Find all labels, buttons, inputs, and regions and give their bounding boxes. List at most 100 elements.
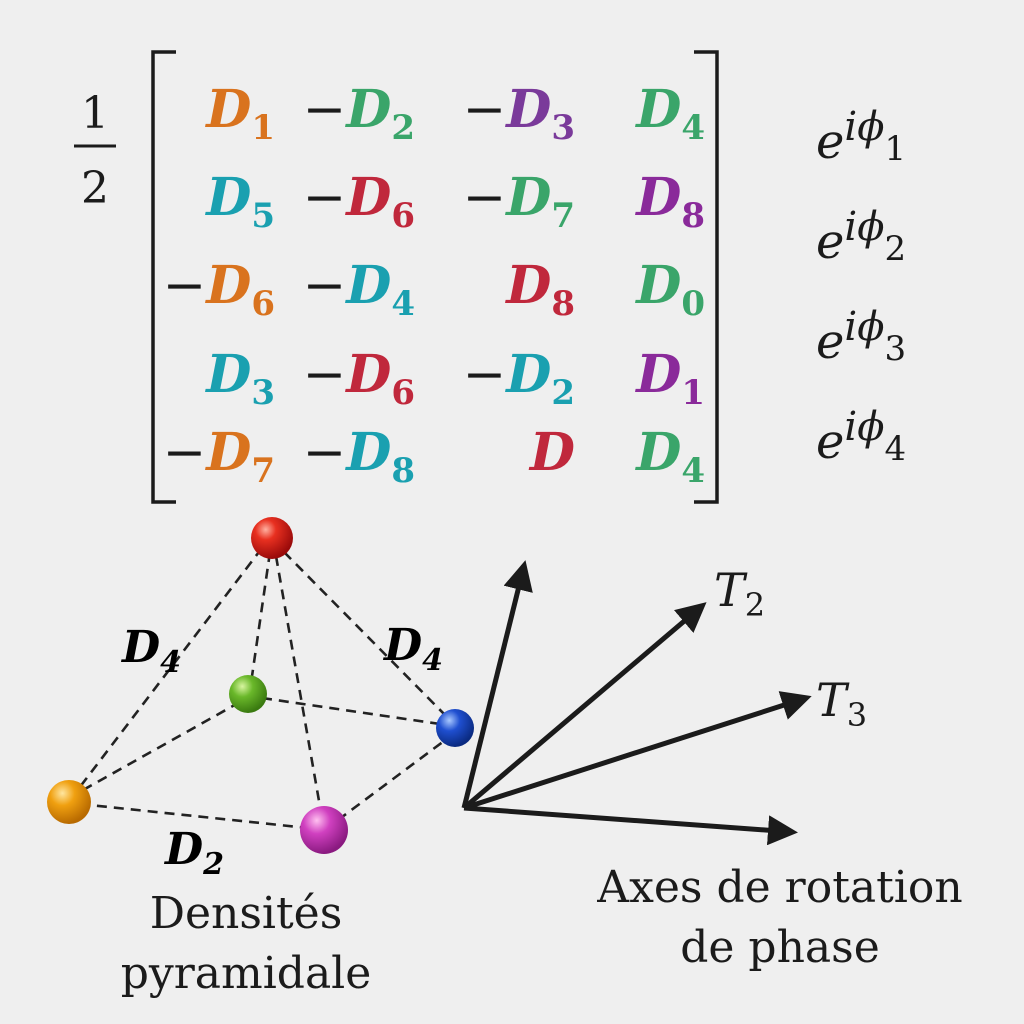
matrix-entry-r1-c3: −D3: [463, 79, 575, 148]
vertex-orange: [47, 780, 91, 824]
edge-label-left-sym: D: [120, 622, 160, 673]
phase-base: e: [816, 414, 844, 470]
entry-subscript: 6: [391, 196, 415, 236]
fraction-denominator: 2: [81, 163, 109, 214]
matrix-entry-r5-c3: D: [528, 422, 575, 483]
edge-green-orange: [75, 700, 241, 796]
phase-base: e: [816, 314, 844, 370]
entry-subscript: 6: [251, 284, 275, 324]
entry-symbol: D: [204, 167, 251, 228]
pyramid-edge-labels: D4 D4 D2: [120, 620, 443, 882]
matrix-entry-r5-c2: −D8: [303, 422, 415, 491]
entry-sign: −: [303, 80, 347, 140]
matrix-entry-r4-c2: −D6: [303, 344, 415, 413]
entry-subscript: 4: [681, 451, 705, 491]
edge-label-bottom: D2: [163, 824, 224, 882]
axis-label-t3: T3: [816, 673, 867, 734]
pyramid-edges: [68, 547, 449, 830]
entry-sign: −: [303, 423, 347, 483]
entry-subscript: 7: [551, 196, 575, 236]
edge-apex-magenta: [274, 555, 324, 819]
entry-symbol: D: [504, 255, 551, 316]
entry-subscript: 2: [391, 108, 415, 148]
edge-orange-magenta: [79, 802, 309, 830]
vertex-blue: [436, 709, 474, 747]
phase-base: e: [816, 214, 844, 270]
entry-subscript: 1: [251, 108, 275, 148]
entry-subscript: 0: [681, 284, 705, 324]
entry-sign: −: [163, 423, 207, 483]
phase-exponent: iϕ: [844, 204, 884, 250]
matrix-entry-r1-c1: D1: [204, 79, 275, 148]
phase-subscript: 3: [884, 329, 906, 369]
pyramid-caption: Densités pyramidale: [121, 888, 372, 999]
vertex-apex-red: [251, 517, 293, 559]
edge-label-bottom-sym: D: [163, 824, 203, 875]
vertex-magenta: [300, 806, 348, 854]
entry-subscript: 3: [251, 373, 275, 413]
matrix-entry-r5-c4: D4: [634, 422, 705, 491]
edge-label-right-sym: D: [382, 620, 422, 671]
entry-symbol: D: [344, 422, 391, 483]
matrix-left-bracket: [151, 50, 176, 504]
entry-symbol: D: [344, 79, 391, 140]
entry-sign: −: [303, 256, 347, 316]
entry-sign: −: [303, 168, 347, 228]
edge-apex-blue: [283, 551, 449, 719]
edge-green-blue: [261, 696, 441, 726]
phase-exponent: iϕ: [844, 404, 884, 450]
matrix-entry-r3-c3: D8: [504, 255, 575, 324]
entry-symbol: D: [204, 255, 251, 316]
entry-symbol: D: [504, 167, 551, 228]
entry-symbol: D: [634, 255, 681, 316]
phase-factor-3: eiϕ3: [816, 304, 906, 370]
phase-factor-1: eiϕ1: [816, 104, 906, 170]
matrix-entry-r2-c4: D8: [634, 167, 705, 236]
matrix-entry-r1-c4: D4: [634, 79, 705, 148]
entry-symbol: D: [504, 344, 551, 405]
axis-label-t3-sub: 3: [847, 696, 867, 734]
matrix-entry-r2-c1: D5: [204, 167, 275, 236]
phase-subscript: 2: [884, 229, 906, 269]
pyramid-caption-line-1: Densités: [150, 888, 343, 939]
entry-symbol: D: [634, 167, 681, 228]
entry-subscript: 8: [551, 284, 575, 324]
entry-sign: −: [303, 345, 347, 405]
edge-label-left-sub: 4: [160, 645, 181, 680]
entry-symbol: D: [344, 255, 391, 316]
matrix-entry-r1-c2: −D2: [303, 79, 415, 148]
matrix-entry-r3-c1: −D6: [163, 255, 275, 324]
entry-symbol: D: [344, 344, 391, 405]
entry-sign: −: [163, 256, 207, 316]
axis-arrow-up: [461, 560, 533, 809]
fraction-numerator: 1: [81, 88, 109, 139]
entry-symbol: D: [634, 79, 681, 140]
matrix-entry-r2-c2: −D6: [303, 167, 415, 236]
entry-subscript: 4: [681, 108, 705, 148]
axis-label-t3-sym: T: [816, 673, 850, 727]
entry-symbol: D: [528, 422, 575, 483]
entry-subscript: 8: [681, 196, 705, 236]
pyramid-vertices: [47, 517, 474, 854]
axis-arrow-t2: [462, 602, 707, 810]
entry-symbol: D: [344, 167, 391, 228]
axis-arrow-horizontal: [463, 805, 798, 846]
entry-sign: −: [463, 345, 507, 405]
matrix-entry-r3-c2: −D4: [303, 255, 415, 324]
entry-symbol: D: [204, 344, 251, 405]
matrix-right-bracket: [694, 50, 719, 504]
entry-sign: −: [463, 80, 507, 140]
entry-subscript: 1: [681, 373, 705, 413]
phase-exponent: iϕ: [844, 304, 884, 350]
phase-subscript: 4: [884, 429, 906, 469]
edge-label-right-sub: 4: [422, 643, 443, 678]
matrix-entry-r4-c3: −D2: [463, 344, 575, 413]
scalar-fraction: 1 2: [74, 88, 116, 214]
phase-base: e: [816, 114, 844, 170]
entry-subscript: 7: [251, 451, 275, 491]
edge-label-right: D4: [382, 620, 443, 678]
axes-caption-line-2: de phase: [680, 922, 880, 973]
